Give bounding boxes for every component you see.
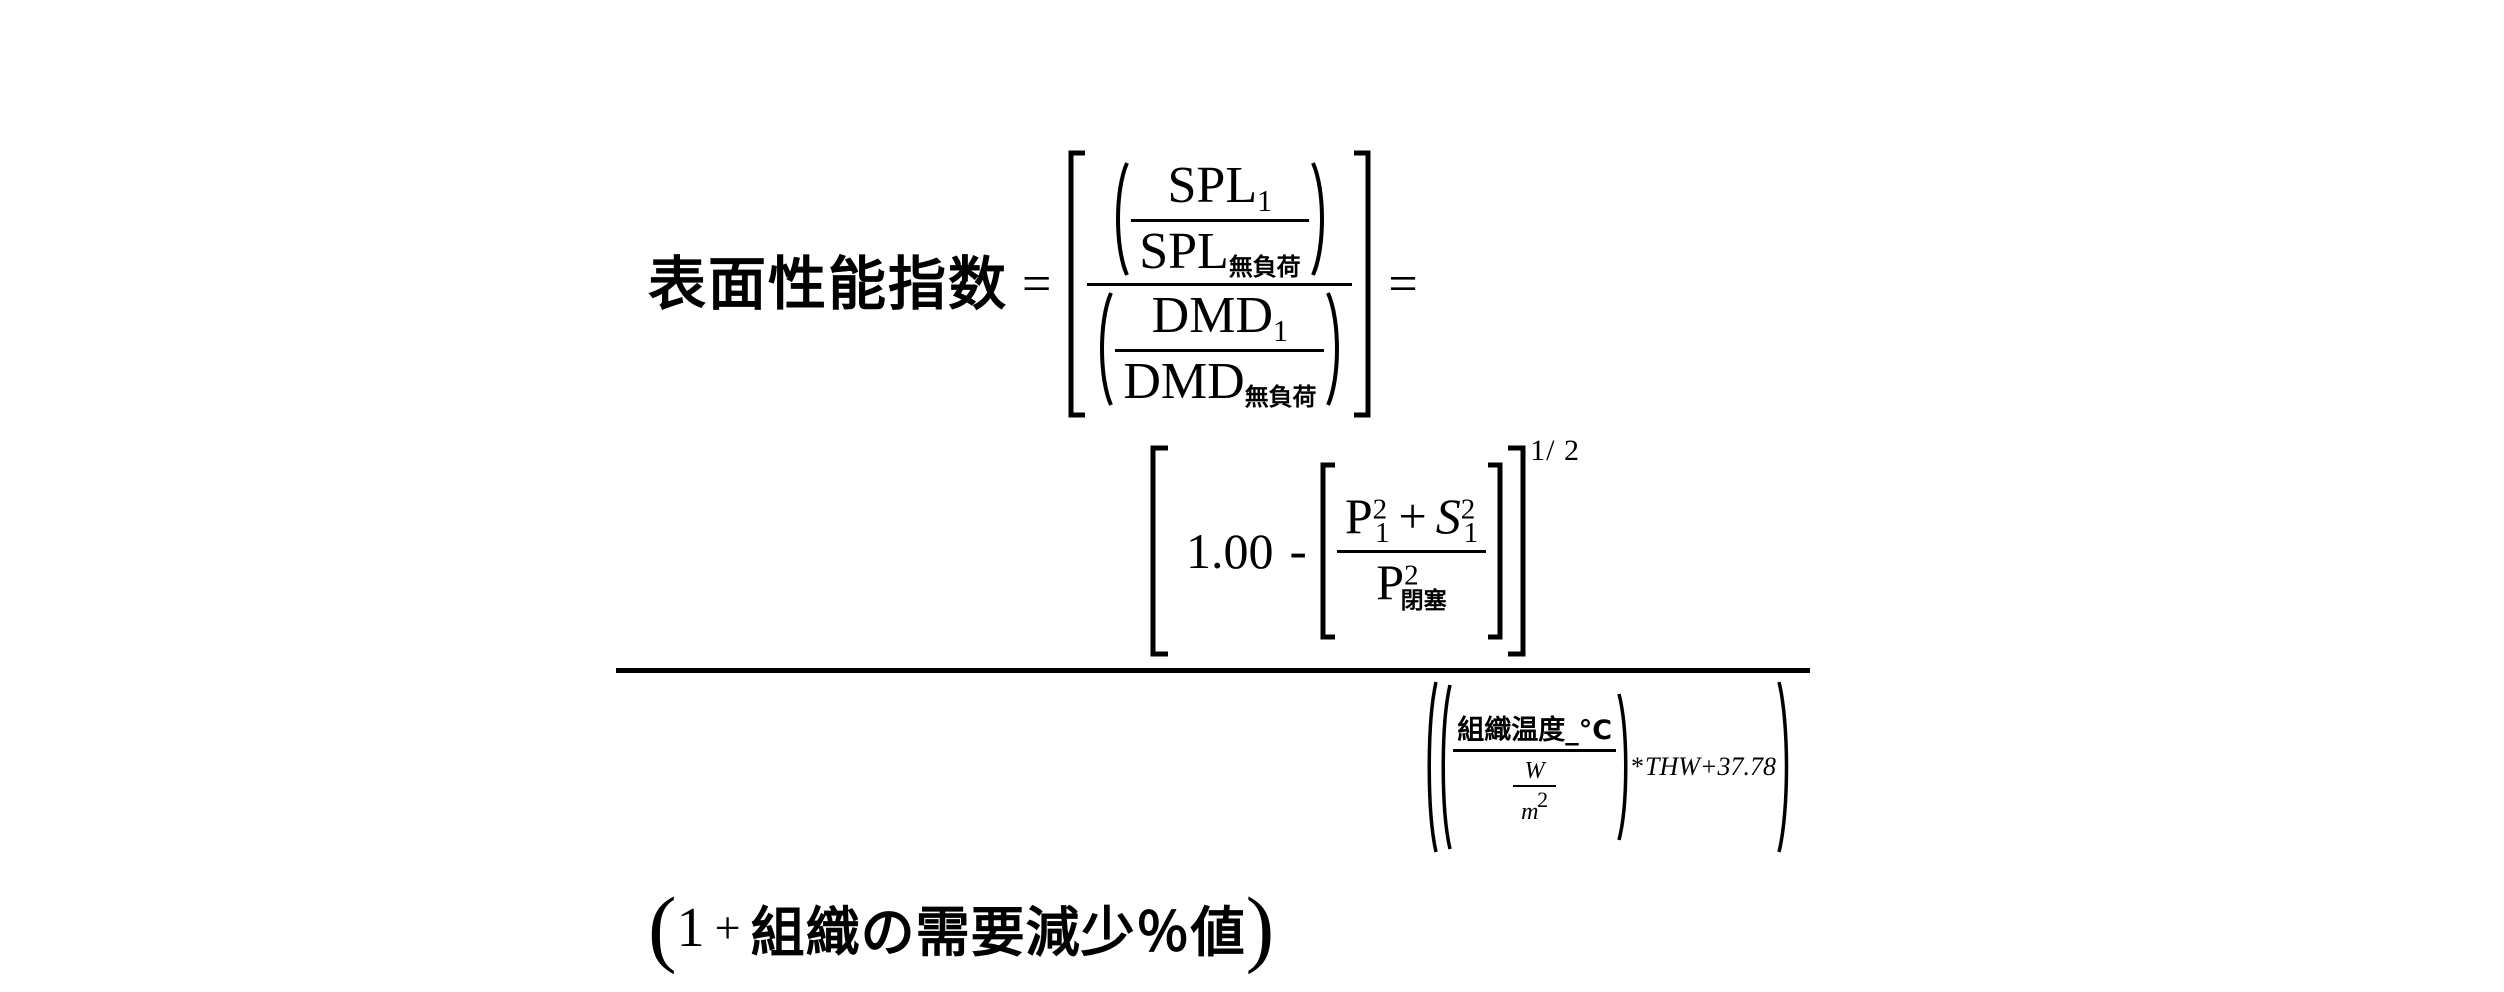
spl-fraction-bar [1131,219,1309,223]
ps-fraction-bar [1336,549,1487,553]
w-over-m-fraction: W m2 [1513,757,1557,826]
meter-exponent: 2 [1537,786,1549,812]
dmd-num-subscript: 1 [1273,313,1289,348]
formula-line-3: (1+組織の需要減少％値) [648,879,1275,976]
multiply-operator: * [1631,752,1645,781]
thw-factor: THW [1645,752,1700,781]
s1-subscript: 1 [1463,516,1479,549]
equals-sign-trailing: = [1388,255,1418,313]
dmd-right-paren [1324,290,1344,408]
outer-fraction-bar [1087,282,1353,286]
denominator-outer-left-paren [1425,679,1439,855]
line3-term: 組織の需要減少％値 [750,901,1246,964]
ps-numerator: P21+S21 [1337,487,1486,550]
numerator-exponent: 1/ 2 [1530,434,1580,467]
spl-ratio-group: SPL1 SPL無負荷 [1103,156,1336,282]
s1-superscript: 2 [1460,493,1476,526]
dmd-fraction-bar [1115,348,1325,352]
tissue-temp-fraction: 組織温度_°C W m2 [1453,708,1617,826]
formula-label: 表面性能指数 [648,250,1009,318]
tissue-temp-group: 組織温度_°C W m2 [1453,691,1630,843]
tissue-temp-right-paren [1616,691,1630,843]
thw-plus: + [1699,752,1718,781]
spl-den-subscript: 無負荷 [1228,253,1301,282]
p-occlusion-denominator: P2閉塞 [1368,553,1454,616]
spl-num-base: SPL [1167,157,1258,215]
spl-left-paren [1111,160,1131,278]
dmd-numerator: DMD1 [1144,286,1296,349]
main-denominator: 組織温度_°C W m2 [616,679,1810,855]
spl-right-paren [1309,160,1329,278]
p1-superscript: 2 [1372,493,1388,526]
meter-symbol: m [1521,798,1539,825]
watt-per-m2: W m2 [1505,752,1564,826]
denominator-outer-right-paren [1776,679,1792,855]
numerator-left-square-bracket [1146,445,1170,657]
equals-sign-primary: = [1022,255,1052,313]
p1-base: P [1344,487,1373,544]
denominator-inner-left-paren [1439,682,1453,852]
spl-numerator: SPL1 [1160,156,1281,219]
ps-over-p-fraction: P21+S21 P2閉塞 [1336,487,1487,616]
dmd-den-subscript: 無負荷 [1244,382,1317,411]
main-fraction-bar [616,668,1810,673]
thw-constant: 37.78 [1717,752,1777,781]
spl-num-subscript: 1 [1257,184,1273,219]
dmd-fraction: DMD1 DMD無負荷 [1115,286,1325,412]
p-occ-superscript: 2 [1404,559,1419,592]
outer-right-square-bracket [1352,150,1374,418]
line3-lead: 1 [676,896,705,959]
inner-right-square-bracket [1486,462,1506,640]
dmd-left-paren [1095,290,1115,408]
lead-value: 1.00 [1186,523,1274,579]
tissue-temp-fraction-bar [1453,749,1617,752]
inner-left-square-bracket [1317,462,1337,640]
tissue-temp-numerator: 組織温度_°C [1457,715,1613,747]
plus-operator: + [1398,487,1427,544]
thw-term: *THW+37.78 [1630,752,1776,782]
dmd-num-base: DMD [1151,286,1273,344]
dmd-den-base: DMD [1123,352,1245,410]
s1-base: S [1435,487,1461,544]
spl-den-base: SPL [1139,223,1229,281]
meter-squared: m2 [1513,787,1556,826]
line3-open-paren: ( [648,879,677,976]
dmd-ratio-group: DMD1 DMD無負荷 [1087,286,1352,412]
p-occ-subscript: 閉塞 [1400,588,1447,615]
spl-dmd-outer-fraction: SPL1 SPL無負荷 [1087,156,1353,412]
dmd-denominator: DMD無負荷 [1115,352,1324,412]
p-occ-base: P [1376,553,1405,610]
outer-left-square-bracket [1065,150,1087,418]
minus-operator: - [1289,522,1307,580]
spl-fraction: SPL1 SPL無負荷 [1131,156,1309,282]
spl-denominator: SPL無負荷 [1131,222,1308,282]
watt-symbol: W [1524,757,1545,784]
line3-plus: + [714,902,741,953]
main-numerator: 1.00 - P21+S21 P2閉塞 [616,434,1810,662]
line3-close-paren: ) [1245,879,1275,976]
formula-line-1: 表面性能指数 = SPL1 SPL無負荷 [648,150,1432,418]
w-over-m-bar [1513,784,1557,787]
numerator-right-square-bracket [1506,445,1530,657]
formula-line-2-main-fraction: 1.00 - P21+S21 P2閉塞 [616,434,1810,855]
p1-subscript: 1 [1375,516,1390,549]
